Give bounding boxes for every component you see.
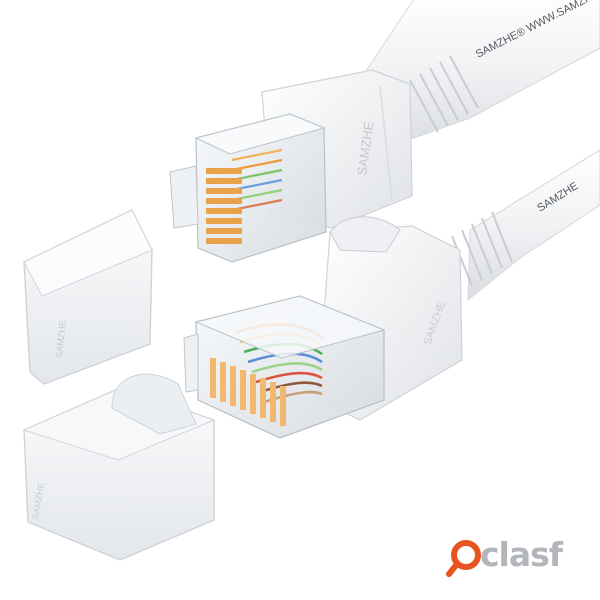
lower-cable: SAMZHE bbox=[451, 149, 600, 302]
lower-strain-relief-ribs bbox=[451, 211, 513, 287]
lower-rj45-plug bbox=[183, 295, 386, 439]
watermark: clasf bbox=[446, 533, 586, 581]
protective-cap-bottom: SAMZHE bbox=[22, 373, 216, 561]
magnifier-icon bbox=[446, 540, 481, 577]
top-cap-side-print: SAMZHE bbox=[54, 320, 68, 358]
upper-plug-contacts bbox=[206, 168, 242, 244]
lower-plug-contacts bbox=[210, 358, 286, 426]
protective-cap-top: SAMZHE bbox=[23, 209, 153, 385]
watermark-text: clasf bbox=[480, 535, 563, 574]
upper-rj45-plug bbox=[169, 113, 327, 263]
upper-strain-relief-ribs bbox=[409, 55, 479, 133]
